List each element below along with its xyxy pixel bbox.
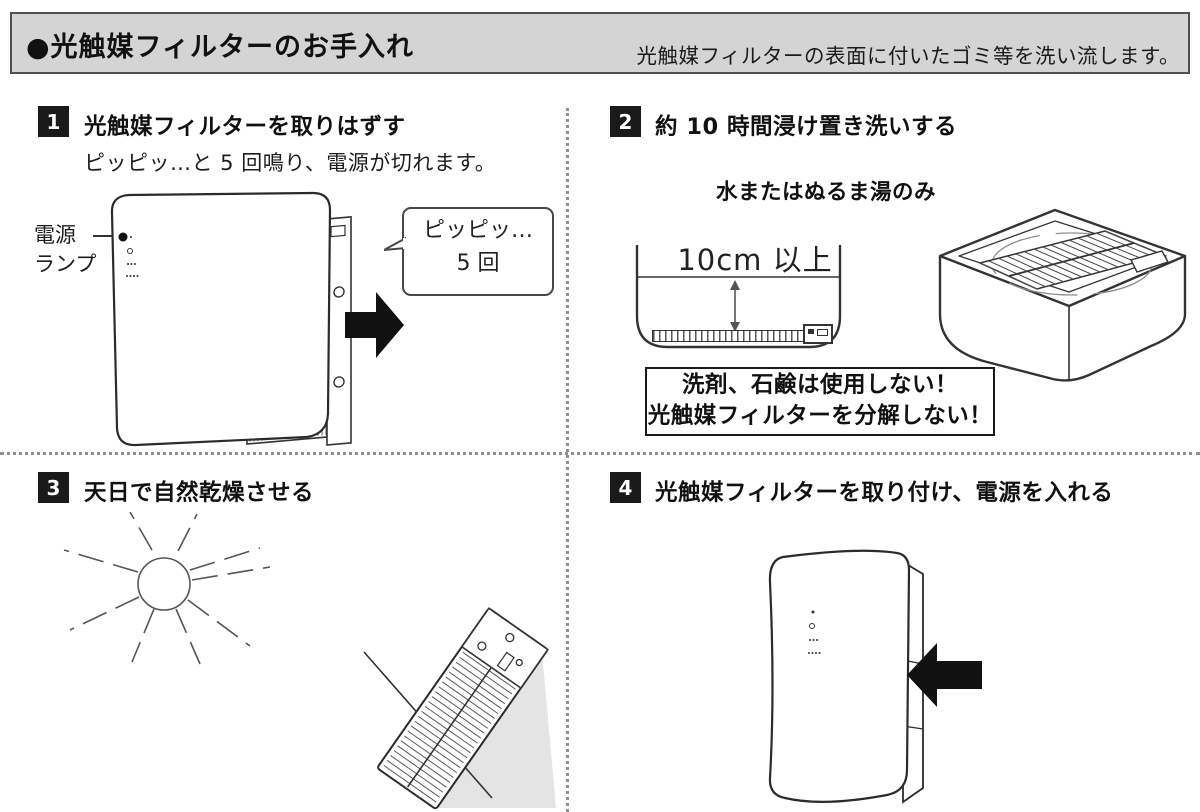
water-only-note: 水またはぬるま湯のみ	[716, 180, 937, 205]
insert-direction-arrow-icon	[907, 643, 982, 707]
tub-soaking-illustration	[938, 208, 1187, 382]
sun-illustration	[63, 512, 271, 665]
step1-description: ピッピッ…と 5 回鳴り、電源が切れます。	[84, 151, 497, 175]
power-lamp-dot	[118, 232, 128, 242]
drying-filter	[377, 607, 549, 810]
container-outline	[635, 245, 842, 349]
warning-box: 洗剤、石鹸は使用しない！ 光触媒フィルターを分解しない！	[645, 367, 995, 436]
section-description: 光触媒フィルターの表面に付いたゴミ等を洗い流します。	[636, 44, 1180, 68]
depth-arrow-up-icon	[730, 280, 740, 290]
purifier-front-panel	[110, 191, 332, 447]
step1-number: 1	[46, 109, 61, 134]
power-lamp-leader-line	[93, 235, 120, 237]
step2-title: 約 10 時間浸け置き洗いする	[655, 114, 957, 140]
step1-title: 光触媒フィルターを取りはずす	[84, 114, 406, 140]
beep-speech-bubble: ピッピッ… 5 回	[384, 207, 554, 296]
section-title: ●光触媒フィルターのお手入れ	[26, 32, 415, 63]
step2-number-badge: 2	[610, 106, 641, 137]
indicator-marks	[126, 236, 139, 277]
soaking-depth-illustration	[635, 245, 842, 349]
bubble-line2: 5 回	[456, 251, 500, 276]
step4-number: 4	[618, 475, 633, 500]
step3-number-badge: 3	[38, 472, 69, 503]
bubble-line1: ピッピッ…	[422, 218, 533, 243]
step3-title: 天日で自然乾燥させる	[84, 480, 315, 506]
step4-number-badge: 4	[610, 472, 641, 503]
purifier-filter-removal-illustration	[110, 191, 404, 447]
submerged-filter-endcap	[803, 324, 833, 344]
submerged-filter-side-view	[652, 330, 806, 342]
power-lamp-label-line1: 電源	[34, 223, 76, 247]
purifier-front-panel	[768, 549, 911, 803]
soaking-filter-endframe	[1129, 250, 1170, 273]
sun-disc	[137, 557, 191, 611]
drying-filter-illustration	[363, 607, 556, 810]
bubble-tail	[384, 236, 406, 251]
power-lamp-label-line2: ランプ	[34, 252, 97, 276]
depth-label: 10cm 以上	[677, 243, 833, 277]
step4-title: 光触媒フィルターを取り付け、電源を入れる	[655, 480, 1114, 506]
tub-walls	[938, 256, 1187, 382]
soaking-filter-rail	[1008, 242, 1135, 277]
section-header-bar: ●光触媒フィルターのお手入れ 光触媒フィルターの表面に付いたゴミ等を洗い流します…	[10, 12, 1190, 74]
horizontal-divider	[0, 452, 1200, 455]
warning-line2: 光触媒フィルターを分解しない！	[647, 403, 993, 429]
step1-number-badge: 1	[38, 106, 69, 137]
purifier-reinstall-illustration	[768, 549, 982, 804]
warning-line1: 洗剤、石鹸は使用しない！	[681, 372, 958, 398]
depth-arrow-down-icon	[730, 322, 740, 332]
endcap-detail	[808, 329, 814, 334]
vertical-divider	[566, 108, 569, 812]
endcap-detail	[817, 329, 828, 336]
remove-direction-arrow-icon	[345, 292, 404, 358]
indicator-marks	[808, 610, 821, 654]
sun-rays	[63, 512, 271, 665]
step2-number: 2	[618, 109, 633, 134]
step3-number: 3	[46, 475, 61, 500]
power-lamp-label: 電源 ランプ	[34, 221, 96, 279]
